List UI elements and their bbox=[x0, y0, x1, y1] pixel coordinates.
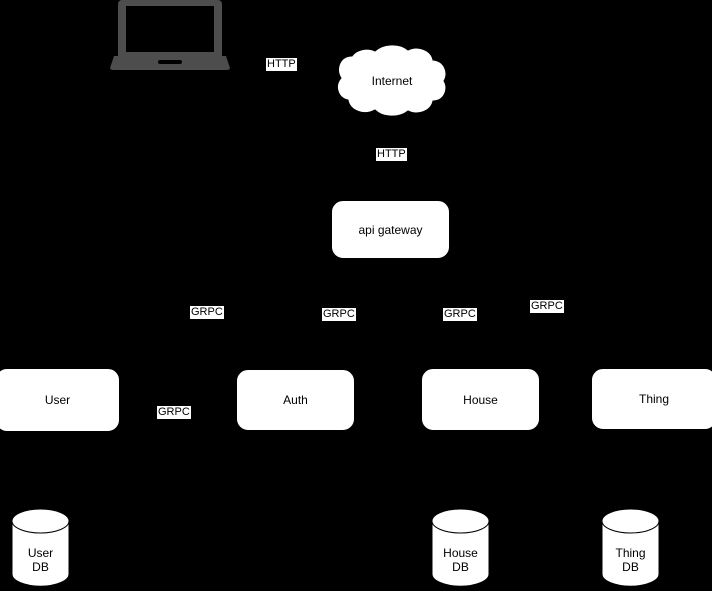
edge-label-gateway-auth: GRPC bbox=[322, 308, 356, 321]
node-auth-service[interactable]: Auth bbox=[236, 369, 355, 431]
node-user-service[interactable]: User bbox=[0, 368, 120, 432]
edge-label-user-auth: GRPC bbox=[157, 406, 191, 419]
node-house-service[interactable]: House bbox=[421, 368, 540, 431]
edge-label-gateway-thing: GRPC bbox=[530, 300, 564, 313]
api-gateway-label: api gateway bbox=[358, 222, 423, 237]
node-thing-db[interactable]: Thing DB bbox=[601, 508, 660, 587]
house-service-label: House bbox=[463, 392, 498, 407]
edge-label-gateway-house: GRPC bbox=[443, 308, 477, 321]
node-house-db[interactable]: House DB bbox=[431, 508, 490, 587]
thing-service-label: Thing bbox=[638, 392, 670, 406]
node-api-gateway[interactable]: api gateway bbox=[331, 200, 450, 259]
node-user-db[interactable]: User DB bbox=[11, 508, 70, 587]
edge-label-gateway-user: GRPC bbox=[190, 306, 224, 319]
auth-service-label: Auth bbox=[283, 393, 308, 407]
user-service-label: User bbox=[44, 393, 71, 407]
laptop-icon bbox=[110, 0, 230, 72]
edge-label-internet-gateway: HTTP bbox=[376, 148, 407, 161]
internet-cloud: Internet bbox=[336, 44, 448, 117]
edge-label-client-internet: HTTP bbox=[266, 58, 297, 71]
node-thing-service[interactable]: Thing bbox=[591, 368, 712, 430]
